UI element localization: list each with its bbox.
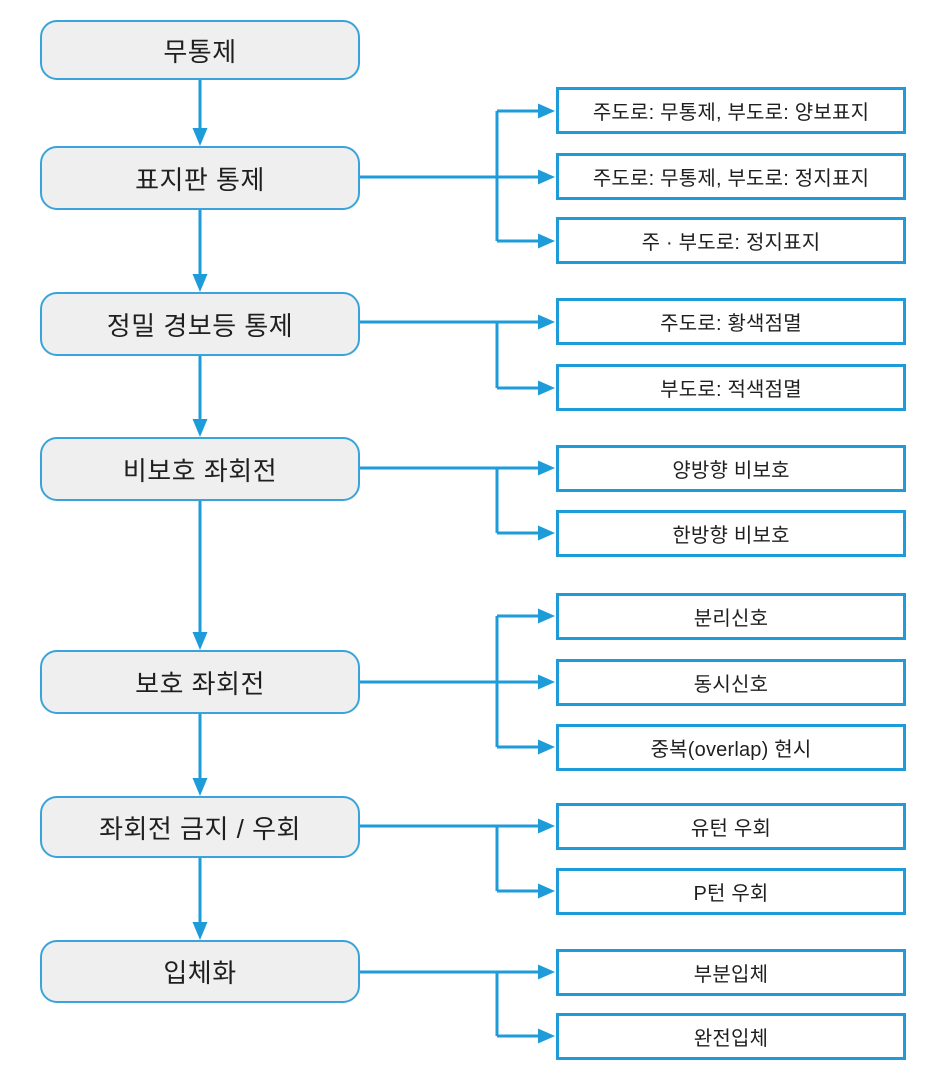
branch-beacon-control-1: 주도로: 황색점멸	[556, 298, 906, 345]
branch-protected-left-3: 중복(overlap) 현시	[556, 724, 906, 771]
branch-detour-2: P턴 우회	[556, 868, 906, 915]
stage-grade-separation: 입체화	[40, 940, 360, 1003]
stage-no-control: 무통제	[40, 20, 360, 80]
arrowhead-icons	[192, 103, 555, 1044]
branch-detour-1: 유턴 우회	[556, 803, 906, 850]
branch-protected-left-1: 분리신호	[556, 593, 906, 640]
stage-left-turn-prohibited-detour: 좌회전 금지 / 우회	[40, 796, 360, 858]
branch-grade-separation-2: 완전입체	[556, 1013, 906, 1060]
branch-beacon-control-2: 부도로: 적색점멸	[556, 364, 906, 411]
branch-sign-control-2: 주도로: 무통제, 부도로: 정지표지	[556, 153, 906, 200]
branch-grade-separation-1: 부분입체	[556, 949, 906, 996]
branch-unprotected-left-1: 양방향 비보호	[556, 445, 906, 492]
branch-protected-left-2: 동시신호	[556, 659, 906, 706]
stage-sign-control: 표지판 통제	[40, 146, 360, 210]
branch-sign-control-1: 주도로: 무통제, 부도로: 양보표지	[556, 87, 906, 134]
stage-beacon-control: 정밀 경보등 통제	[40, 292, 360, 356]
stage-protected-left-turn: 보호 좌회전	[40, 650, 360, 714]
stage-unprotected-left-turn: 비보호 좌회전	[40, 437, 360, 501]
branch-sign-control-3: 주 · 부도로: 정지표지	[556, 217, 906, 264]
branch-unprotected-left-2: 한방향 비보호	[556, 510, 906, 557]
